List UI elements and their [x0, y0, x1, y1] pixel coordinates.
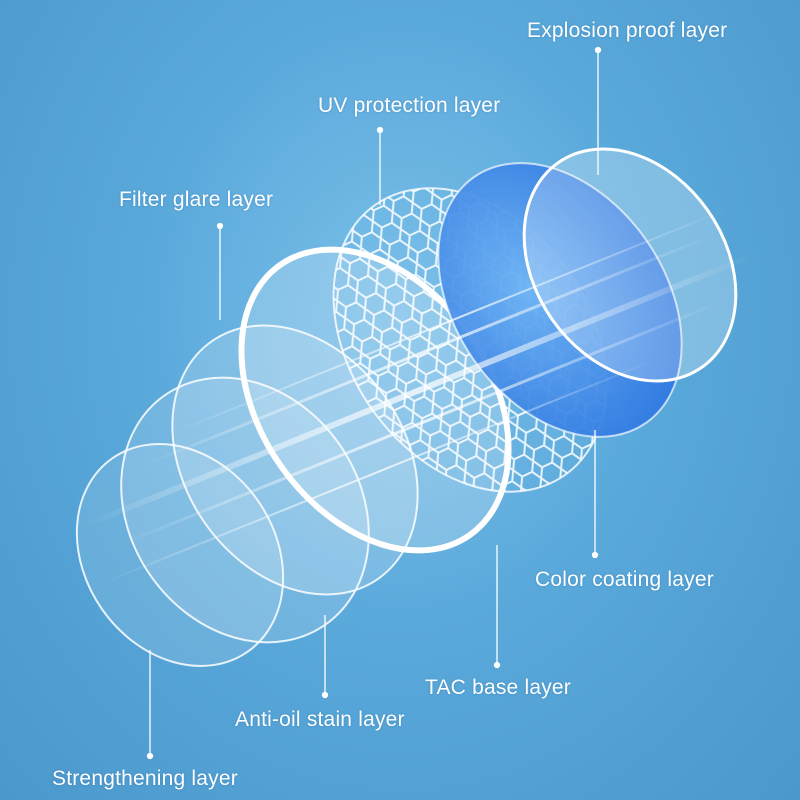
explosion-proof-disc [522, 147, 738, 383]
color-coating-disc [437, 162, 683, 438]
anti-oil-label: Anti-oil stain layer [235, 708, 405, 731]
uv-protection-label: UV protection layer [318, 94, 501, 117]
leader-lines [146, 46, 602, 760]
light-beams [83, 207, 754, 585]
strengthening-label: Strengthening layer [52, 767, 238, 790]
color-coating-label: Color coating layer [535, 568, 714, 591]
explosion-proof-label: Explosion proof layer [527, 19, 728, 42]
tac-base-label: TAC base layer [425, 676, 571, 699]
filter-glare-label: Filter glare layer [119, 188, 274, 211]
